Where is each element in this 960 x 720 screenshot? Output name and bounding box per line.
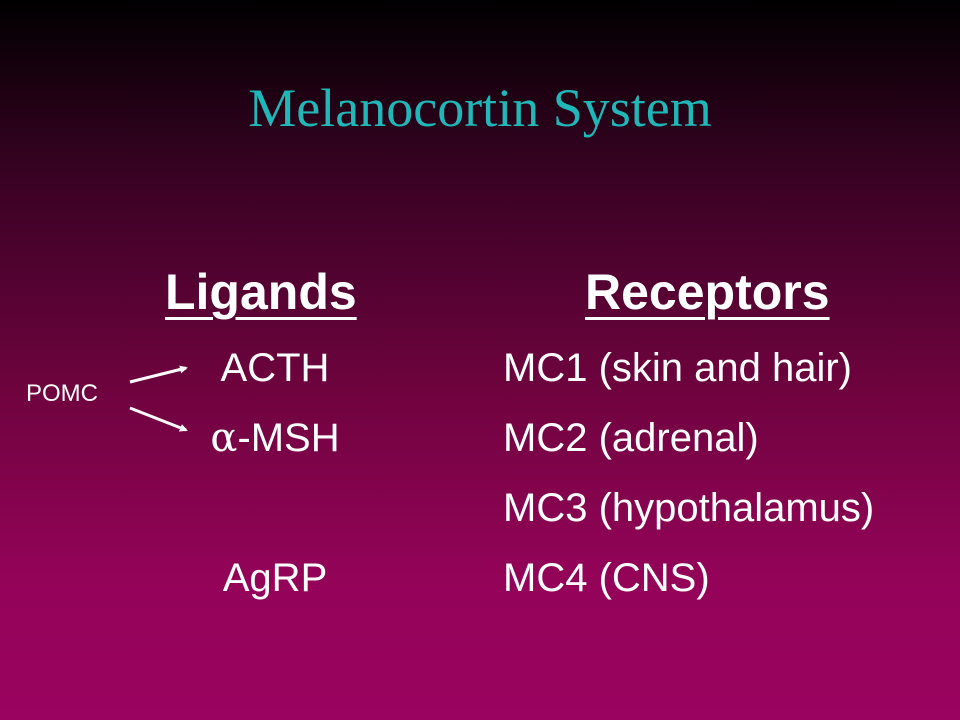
receptor-mc4: MC4 (CNS) [503,556,710,600]
alpha-symbol: α [210,415,238,461]
msh-suffix: -MSH [237,416,340,460]
ligand-acth: ACTH [220,346,330,390]
receptor-mc1: MC1 (skin and hair) [503,346,853,390]
ligand-alpha-msh: α-MSH [150,414,400,462]
ligands-heading: Ligands [165,264,357,320]
pomc-label: POMC [26,380,98,407]
receptors-heading: Receptors [585,264,830,320]
receptor-mc3: MC3 (hypothalamus) [503,486,875,530]
slide-title: Melanocortin System [248,78,712,138]
ligand-agrp: AgRP [222,556,328,600]
receptor-mc2: MC2 (adrenal) [503,416,759,460]
